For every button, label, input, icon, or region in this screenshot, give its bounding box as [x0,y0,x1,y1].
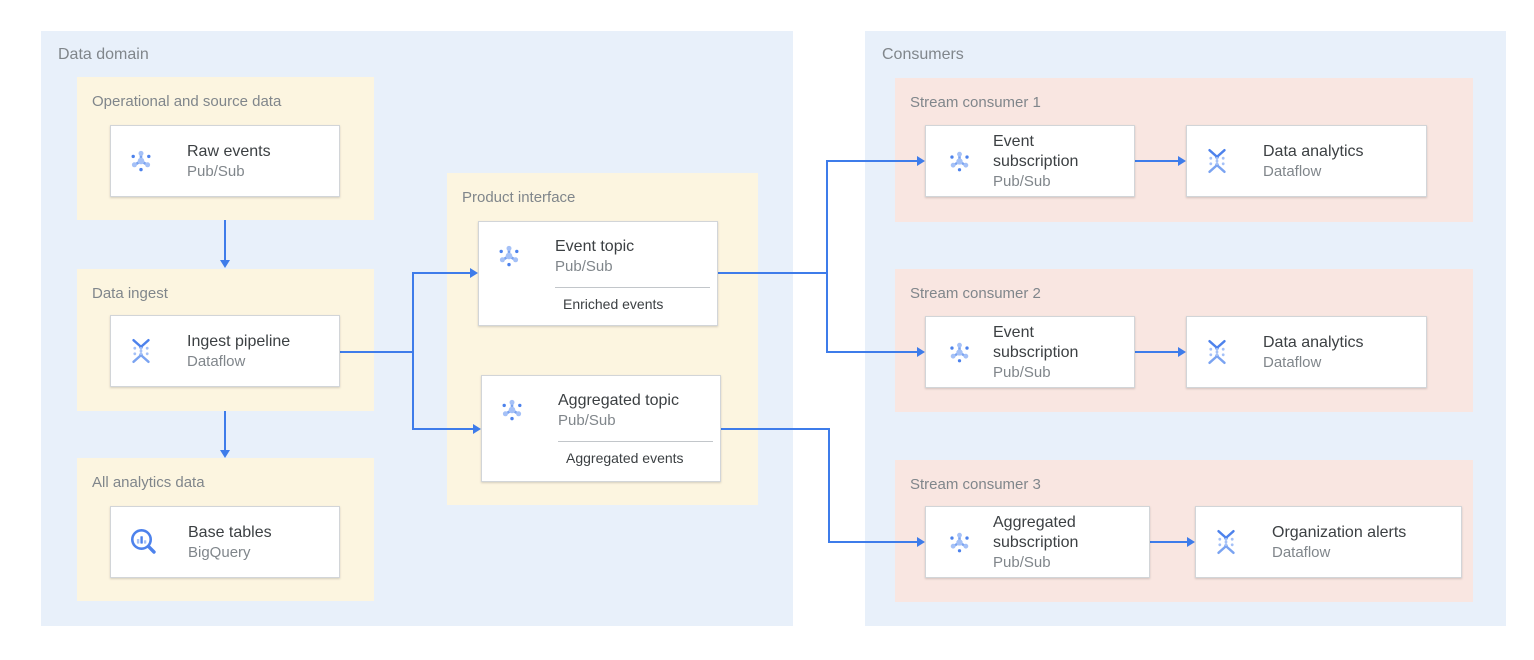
arrow-to-event-topic [414,272,470,274]
arrow-event-topic-out [718,272,828,274]
card-title: Data analytics [1263,333,1364,351]
card-title: Aggregated subscription [993,513,1079,551]
arrowhead-right [1178,156,1186,166]
card-organization-alerts: Organization alerts Dataflow [1195,506,1462,578]
card-event-subscription-1: Event subscription Pub/Sub [925,125,1135,197]
dataflow-icon [1203,147,1231,175]
pubsub-icon [127,147,155,175]
card-subtitle: Pub/Sub [993,363,1051,381]
card-title: Raw events [187,142,271,160]
arrowhead-right [917,347,925,357]
arrow-aggregated-topic-out [721,428,830,430]
bigquery-icon [127,525,161,559]
arrowhead-right [473,424,481,434]
card-divider [558,441,713,442]
arrow-ingest-branch [412,272,414,430]
card-title: Aggregated topic [558,391,679,409]
group-label: Stream consumer 1 [910,94,1041,111]
card-divider [555,287,710,288]
pubsub-icon [946,529,973,556]
card-ingest-pipeline: Ingest pipeline Dataflow [110,315,340,387]
card-event-subscription-2: Event subscription Pub/Sub [925,316,1135,388]
card-title: Event topic [555,237,635,255]
dataflow-icon [127,337,155,365]
group-label: All analytics data [92,474,205,491]
arrowhead-right [470,268,478,278]
arrowhead-right [917,537,925,547]
arrow-raw-events-to-ingest [224,220,226,260]
group-label: Stream consumer 2 [910,285,1041,302]
card-base-tables: Base tables BigQuery [110,506,340,578]
arrow-event-topic-branch [826,160,828,353]
arrow-to-aggregated-subscription [830,541,917,543]
group-label: Data ingest [92,285,168,302]
pubsub-icon [498,396,526,424]
arrowhead-right [917,156,925,166]
group-label: Product interface [462,189,576,206]
zone-data-domain-label: Data domain [58,46,149,63]
card-sublabel: Aggregated events [566,450,684,466]
arrow-subscription2-to-analytics [1135,351,1178,353]
pubsub-icon [946,148,973,175]
arrowhead-right [1178,347,1186,357]
card-subtitle: BigQuery [188,543,251,561]
arrow-aggregated-down [828,428,830,543]
pubsub-icon [946,339,973,366]
card-title: Organization alerts [1272,523,1407,541]
card-raw-events: Raw events Pub/Sub [110,125,340,197]
card-title: Event subscription [993,132,1079,170]
arrow-to-event-subscription-2 [828,351,917,353]
zone-consumers-label: Consumers [882,46,964,63]
card-event-topic: Event topic Pub/Sub Enriched events [478,221,718,326]
card-data-analytics-1: Data analytics Dataflow [1186,125,1427,197]
arrow-ingest-out [340,351,413,353]
card-sublabel: Enriched events [563,296,664,312]
card-aggregated-topic: Aggregated topic Pub/Sub Aggregated even… [481,375,721,482]
arrow-subscription3-to-alerts [1150,541,1187,543]
card-subtitle: Pub/Sub [993,172,1051,190]
card-title: Ingest pipeline [187,332,291,350]
pubsub-icon [495,242,523,270]
card-aggregated-subscription: Aggregated subscription Pub/Sub [925,506,1150,578]
arrowhead-down [220,260,230,268]
card-title: Data analytics [1263,142,1364,160]
arrow-subscription1-to-analytics [1135,160,1178,162]
card-subtitle: Dataflow [1272,543,1331,561]
arrow-to-aggregated-topic [414,428,473,430]
card-subtitle: Pub/Sub [555,257,613,275]
arrow-ingest-to-analytics [224,411,226,450]
card-data-analytics-2: Data analytics Dataflow [1186,316,1427,388]
dataflow-icon [1203,338,1231,366]
arrowhead-right [1187,537,1195,547]
arrowhead-down [220,450,230,458]
card-subtitle: Pub/Sub [993,553,1051,571]
group-label: Stream consumer 3 [910,476,1041,493]
dataflow-icon [1212,528,1240,556]
card-subtitle: Pub/Sub [558,411,616,429]
card-subtitle: Dataflow [187,352,246,370]
card-title: Event subscription [993,323,1079,361]
card-title: Base tables [188,523,272,541]
card-subtitle: Pub/Sub [187,162,245,180]
card-subtitle: Dataflow [1263,353,1322,371]
card-subtitle: Dataflow [1263,162,1322,180]
group-label: Operational and source data [92,93,282,110]
arrow-to-event-subscription-1 [828,160,917,162]
